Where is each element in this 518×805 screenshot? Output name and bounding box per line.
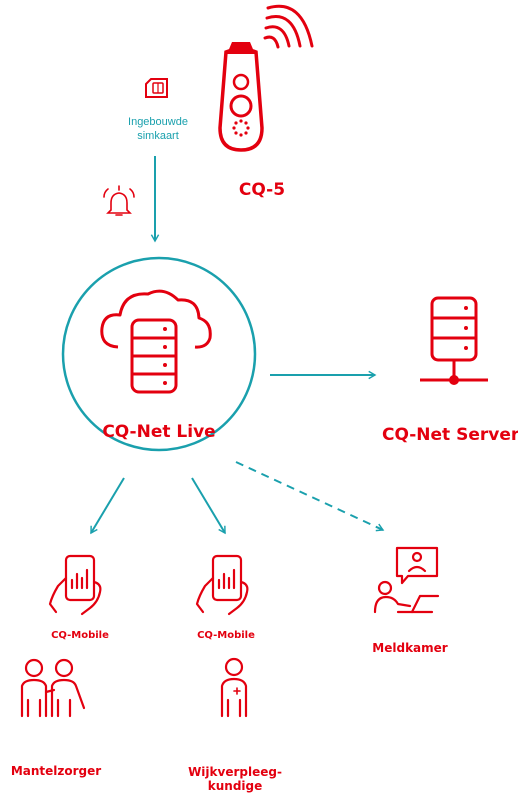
wijkverpleegkundige-label: Wijkverpleeg- kundige xyxy=(180,765,290,793)
hub-name: CQ-Net Live xyxy=(102,422,216,442)
server-name: CQ-Net Server xyxy=(382,425,518,445)
mobile-label-2: CQ-Mobile xyxy=(197,630,255,641)
alarm-button-device-icon xyxy=(218,4,314,152)
alarm-bell-icon xyxy=(103,185,135,216)
arrow-hub-to-mobile-1 xyxy=(90,477,125,535)
phone-hand-icon xyxy=(48,554,102,616)
server-network-icon xyxy=(420,296,488,385)
device-name: CQ-5 xyxy=(238,180,286,200)
sim-card-icon xyxy=(145,78,168,98)
people-icon xyxy=(20,658,86,718)
sim-label-line-1: Ingebouwde xyxy=(128,116,188,128)
meldkamer-label: Meldkamer xyxy=(372,641,448,655)
mantelzorger-label: Mantelzorger xyxy=(10,764,102,778)
wijkverpleegkundige-line-2: kundige xyxy=(207,779,263,793)
arrow-hub-to-mobile-2 xyxy=(191,477,226,535)
phone-hand-icon xyxy=(195,554,249,616)
hub-circle xyxy=(61,256,257,452)
wijkverpleegkundige-line-1: Wijkverpleeg- xyxy=(188,765,282,779)
sim-card-label: Ingebouwde simkaart xyxy=(108,115,208,143)
nurse-icon xyxy=(220,657,248,718)
operator-desk-icon xyxy=(373,546,440,614)
sim-label-line-2: simkaart xyxy=(137,130,179,142)
arrow-hub-to-meldkamer xyxy=(235,461,385,532)
mobile-label-1: CQ-Mobile xyxy=(51,630,109,641)
cloud-database-icon xyxy=(100,289,212,394)
